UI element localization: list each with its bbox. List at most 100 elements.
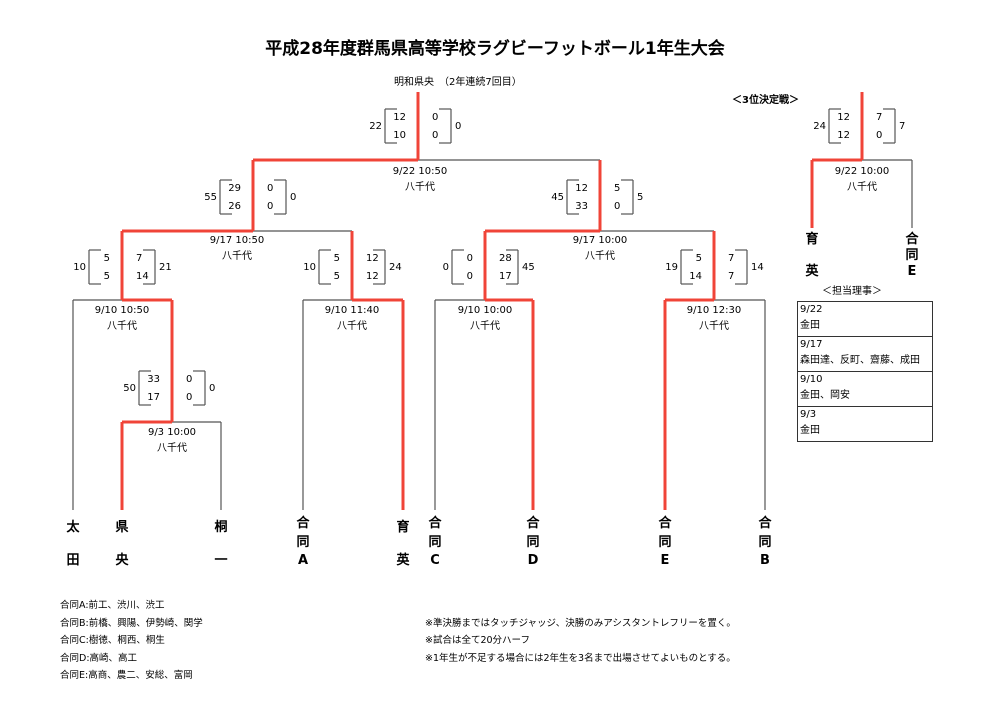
- score-left-half: 12: [837, 130, 850, 141]
- score-right-half: 7: [876, 112, 883, 123]
- rule-note: ※試合は全て20分ハーフ: [425, 635, 530, 646]
- score-left-half: 5: [695, 253, 702, 264]
- officials-names: 金田: [800, 320, 820, 331]
- score-left-half: 33: [575, 201, 588, 212]
- officials-row: 9/17 森田達、反町、齋藤、成田: [798, 336, 932, 371]
- officials-date: 9/22: [800, 304, 823, 315]
- score-right-half: 28: [499, 253, 512, 264]
- match-date: 9/10 10:00: [457, 305, 513, 316]
- combined-team-note: 合同E:高商、農二、安総、富岡: [60, 670, 193, 681]
- score-right-half: 7: [728, 253, 735, 264]
- score-right-total: 0: [209, 383, 216, 394]
- score-left-total: 22: [369, 121, 382, 132]
- score-right-half: 0: [267, 183, 274, 194]
- team-name: 田: [66, 553, 80, 568]
- score-left-total: 24: [813, 121, 826, 132]
- officials-names: 森田達、反町、齋藤、成田: [800, 355, 920, 366]
- score-left-half: 17: [147, 392, 160, 403]
- team-name: 合: [758, 516, 772, 531]
- match-venue: 八千代: [847, 182, 877, 193]
- third-place-team-name: E: [907, 264, 917, 279]
- third-place-title: ＜3位決定戦＞: [732, 95, 799, 106]
- score-left-total: 10: [303, 262, 316, 273]
- match-date: 9/10 10:50: [94, 305, 150, 316]
- team-name: B: [760, 553, 770, 568]
- page-title: 平成28年度群馬県高等学校ラグビーフットボール1年生大会: [265, 39, 725, 59]
- team-name: 同: [428, 535, 442, 550]
- score-right-total: 45: [522, 262, 535, 273]
- team-name: C: [430, 553, 440, 568]
- team-name: 桐: [214, 520, 228, 535]
- rule-note: ※準決勝まではタッチジャッジ、決勝のみアシスタントレフリーを置く。: [425, 618, 736, 629]
- officials-date: 9/10: [800, 374, 823, 385]
- officials-date: 9/3: [800, 409, 817, 420]
- third-place-team-name: 英: [805, 264, 819, 279]
- team-name: 同: [658, 535, 672, 550]
- match-venue: 八千代: [405, 182, 435, 193]
- match-date: 9/17 10:50: [209, 235, 265, 246]
- officials-date: 9/17: [800, 339, 823, 350]
- score-right-half: 0: [186, 374, 193, 385]
- team-name: 央: [115, 553, 129, 568]
- match-date: 9/10 11:40: [324, 305, 380, 316]
- champion-label: 明和県央 （2年連続7回目）: [394, 77, 522, 88]
- officials-row: 9/22 金田: [798, 302, 932, 336]
- team-name: 県: [115, 520, 129, 535]
- score-right-half: 12: [366, 271, 379, 282]
- score-right-half: 17: [499, 271, 512, 282]
- score-left-total: 19: [665, 262, 678, 273]
- team-name: 一: [214, 553, 228, 568]
- team-name: 同: [758, 535, 772, 550]
- score-left-half: 5: [333, 271, 340, 282]
- score-left-half: 12: [575, 183, 588, 194]
- match-venue: 八千代: [699, 321, 729, 332]
- rule-note: ※1年生が不足する場合には2年生を3名まで出場させてよいものとする。: [425, 653, 736, 664]
- score-left-half: 0: [466, 253, 473, 264]
- team-name: 合: [658, 516, 672, 531]
- officials-row: 9/3 金田: [798, 406, 932, 441]
- score-right-half: 7: [728, 271, 735, 282]
- team-name: 育: [396, 520, 410, 535]
- combined-team-note: 合同B:前橋、興陽、伊勢崎、関学: [60, 618, 203, 629]
- match-venue: 八千代: [585, 251, 615, 262]
- combined-team-note: 合同D:高崎、高工: [60, 653, 138, 664]
- match-date: 9/10 12:30: [686, 305, 742, 316]
- officials-title: ＜担当理事＞: [822, 286, 882, 297]
- score-right-half: 14: [136, 271, 149, 282]
- score-left-half: 14: [689, 271, 702, 282]
- score-left-total: 50: [123, 383, 136, 394]
- match-date: 9/22 10:50: [392, 166, 448, 177]
- score-right-half: 0: [267, 201, 274, 212]
- score-right-half: 0: [432, 112, 439, 123]
- score-right-total: 24: [389, 262, 402, 273]
- match-date: 9/3 10:00: [147, 427, 197, 438]
- combined-team-note: 合同C:樹徳、桐西、桐生: [60, 635, 165, 646]
- team-name: A: [297, 553, 309, 568]
- match-venue: 八千代: [157, 443, 187, 454]
- combined-team-note: 合同A:前工、渋川、渋工: [60, 600, 165, 611]
- score-left-half: 0: [466, 271, 473, 282]
- score-right-total: 0: [290, 192, 297, 203]
- score-right-total: 21: [159, 262, 172, 273]
- score-right-half: 5: [614, 183, 621, 194]
- score-right-half: 0: [876, 130, 883, 141]
- team-name: E: [660, 553, 670, 568]
- match-venue: 八千代: [107, 321, 137, 332]
- match-venue: 八千代: [222, 251, 252, 262]
- score-right-half: 7: [136, 253, 143, 264]
- team-name: 合: [296, 516, 310, 531]
- score-left-total: 10: [73, 262, 86, 273]
- score-left-half: 5: [333, 253, 340, 264]
- third-place-team-name: 同: [905, 248, 919, 263]
- team-name: D: [527, 553, 539, 568]
- score-left-half: 5: [103, 253, 110, 264]
- score-left-half: 10: [393, 130, 406, 141]
- match-venue: 八千代: [337, 321, 367, 332]
- score-left-half: 29: [228, 183, 241, 194]
- third-place-team-name: 合: [905, 232, 919, 247]
- officials-names: 金田: [800, 425, 820, 436]
- score-left-half: 12: [393, 112, 406, 123]
- third-place-team-name: 育: [805, 232, 819, 247]
